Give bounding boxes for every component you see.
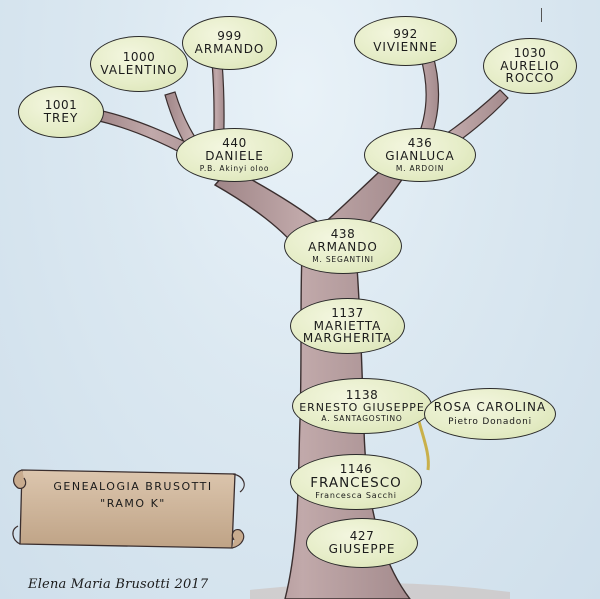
- member-name: ROSA CAROLINA: [433, 399, 547, 414]
- member-number: 1030: [513, 46, 547, 61]
- member-number: 1138: [345, 387, 379, 402]
- member-node-1001: 1001 TREY: [18, 86, 104, 138]
- member-number: 1001: [44, 98, 78, 113]
- member-node-436: 436 GIANLUCA M. ARDOIN: [364, 128, 476, 182]
- title-scroll: [12, 469, 245, 549]
- member-number: 436: [407, 136, 433, 151]
- member-name: DANIELE: [205, 149, 264, 164]
- member-name: ERNESTO GIUSEPPE: [299, 400, 425, 414]
- member-name: AURELIO ROCCO: [500, 58, 560, 86]
- member-number: 1137: [331, 306, 364, 321]
- member-node-440: 440 DANIELE P.B. Akinyi oloo: [176, 128, 293, 182]
- member-spouse: A. SANTAGOSTINO: [321, 414, 403, 424]
- member-number: 1146: [339, 462, 373, 477]
- member-spouse: M. SEGANTINI: [312, 254, 374, 264]
- pencil-mark: [541, 8, 542, 22]
- banner-title-line2: "RAMO K": [100, 497, 166, 511]
- member-name: ARMANDO: [308, 240, 378, 255]
- member-node-438: 438 ARMANDO M. SEGANTINI: [284, 218, 402, 274]
- branch-rosa-twig: [416, 417, 430, 471]
- member-node-1000: 1000 VALENTINO: [90, 36, 188, 92]
- member-number: 999: [217, 29, 242, 44]
- member-name: VIVIENNE: [373, 40, 438, 54]
- member-name: TREY: [43, 111, 79, 125]
- member-spouse: P.B. Akinyi oloo: [199, 163, 270, 173]
- member-name: VALENTINO: [100, 63, 178, 77]
- member-node-992: 992 VIVIENNE: [354, 16, 457, 66]
- member-name: GIUSEPPE: [328, 542, 396, 556]
- member-node-1030: 1030 AURELIO ROCCO: [483, 38, 577, 94]
- member-number: 438: [330, 227, 356, 242]
- member-node-1137: 1137 MARIETTA MARGHERITA: [290, 298, 405, 354]
- artist-signature: Elena Maria Brusotti 2017: [28, 577, 209, 592]
- banner-title: GENEALOGIA BRUSOTTI "RAMO K": [28, 478, 238, 512]
- member-number: 992: [393, 27, 418, 42]
- member-spouse: M. ARDOIN: [395, 163, 445, 173]
- banner-title-line1: GENEALOGIA BRUSOTTI: [53, 480, 213, 493]
- member-spouse: Francesca Sacchi: [315, 491, 397, 501]
- member-node-1138: 1138 ERNESTO GIUSEPPE A. SANTAGOSTINO: [292, 378, 432, 434]
- member-name: MARIETTA MARGHERITA: [302, 318, 393, 346]
- member-name: ARMANDO: [194, 42, 265, 56]
- member-number: 440: [222, 136, 247, 151]
- member-node-1146: 1146 FRANCESCO Francesca Sacchi: [290, 454, 422, 510]
- member-number: 1000: [122, 50, 156, 65]
- member-node-999: 999 ARMANDO: [182, 16, 277, 70]
- member-node-rosa-carolina: ROSA CAROLINA Pietro Donadoni: [424, 388, 556, 440]
- member-name: FRANCESCO: [310, 475, 402, 492]
- member-node-427: 427 GIUSEPPE: [306, 518, 418, 568]
- member-name: GIANLUCA: [385, 149, 455, 164]
- member-number: 427: [349, 529, 375, 544]
- member-spouse: Pietro Donadoni: [448, 416, 532, 427]
